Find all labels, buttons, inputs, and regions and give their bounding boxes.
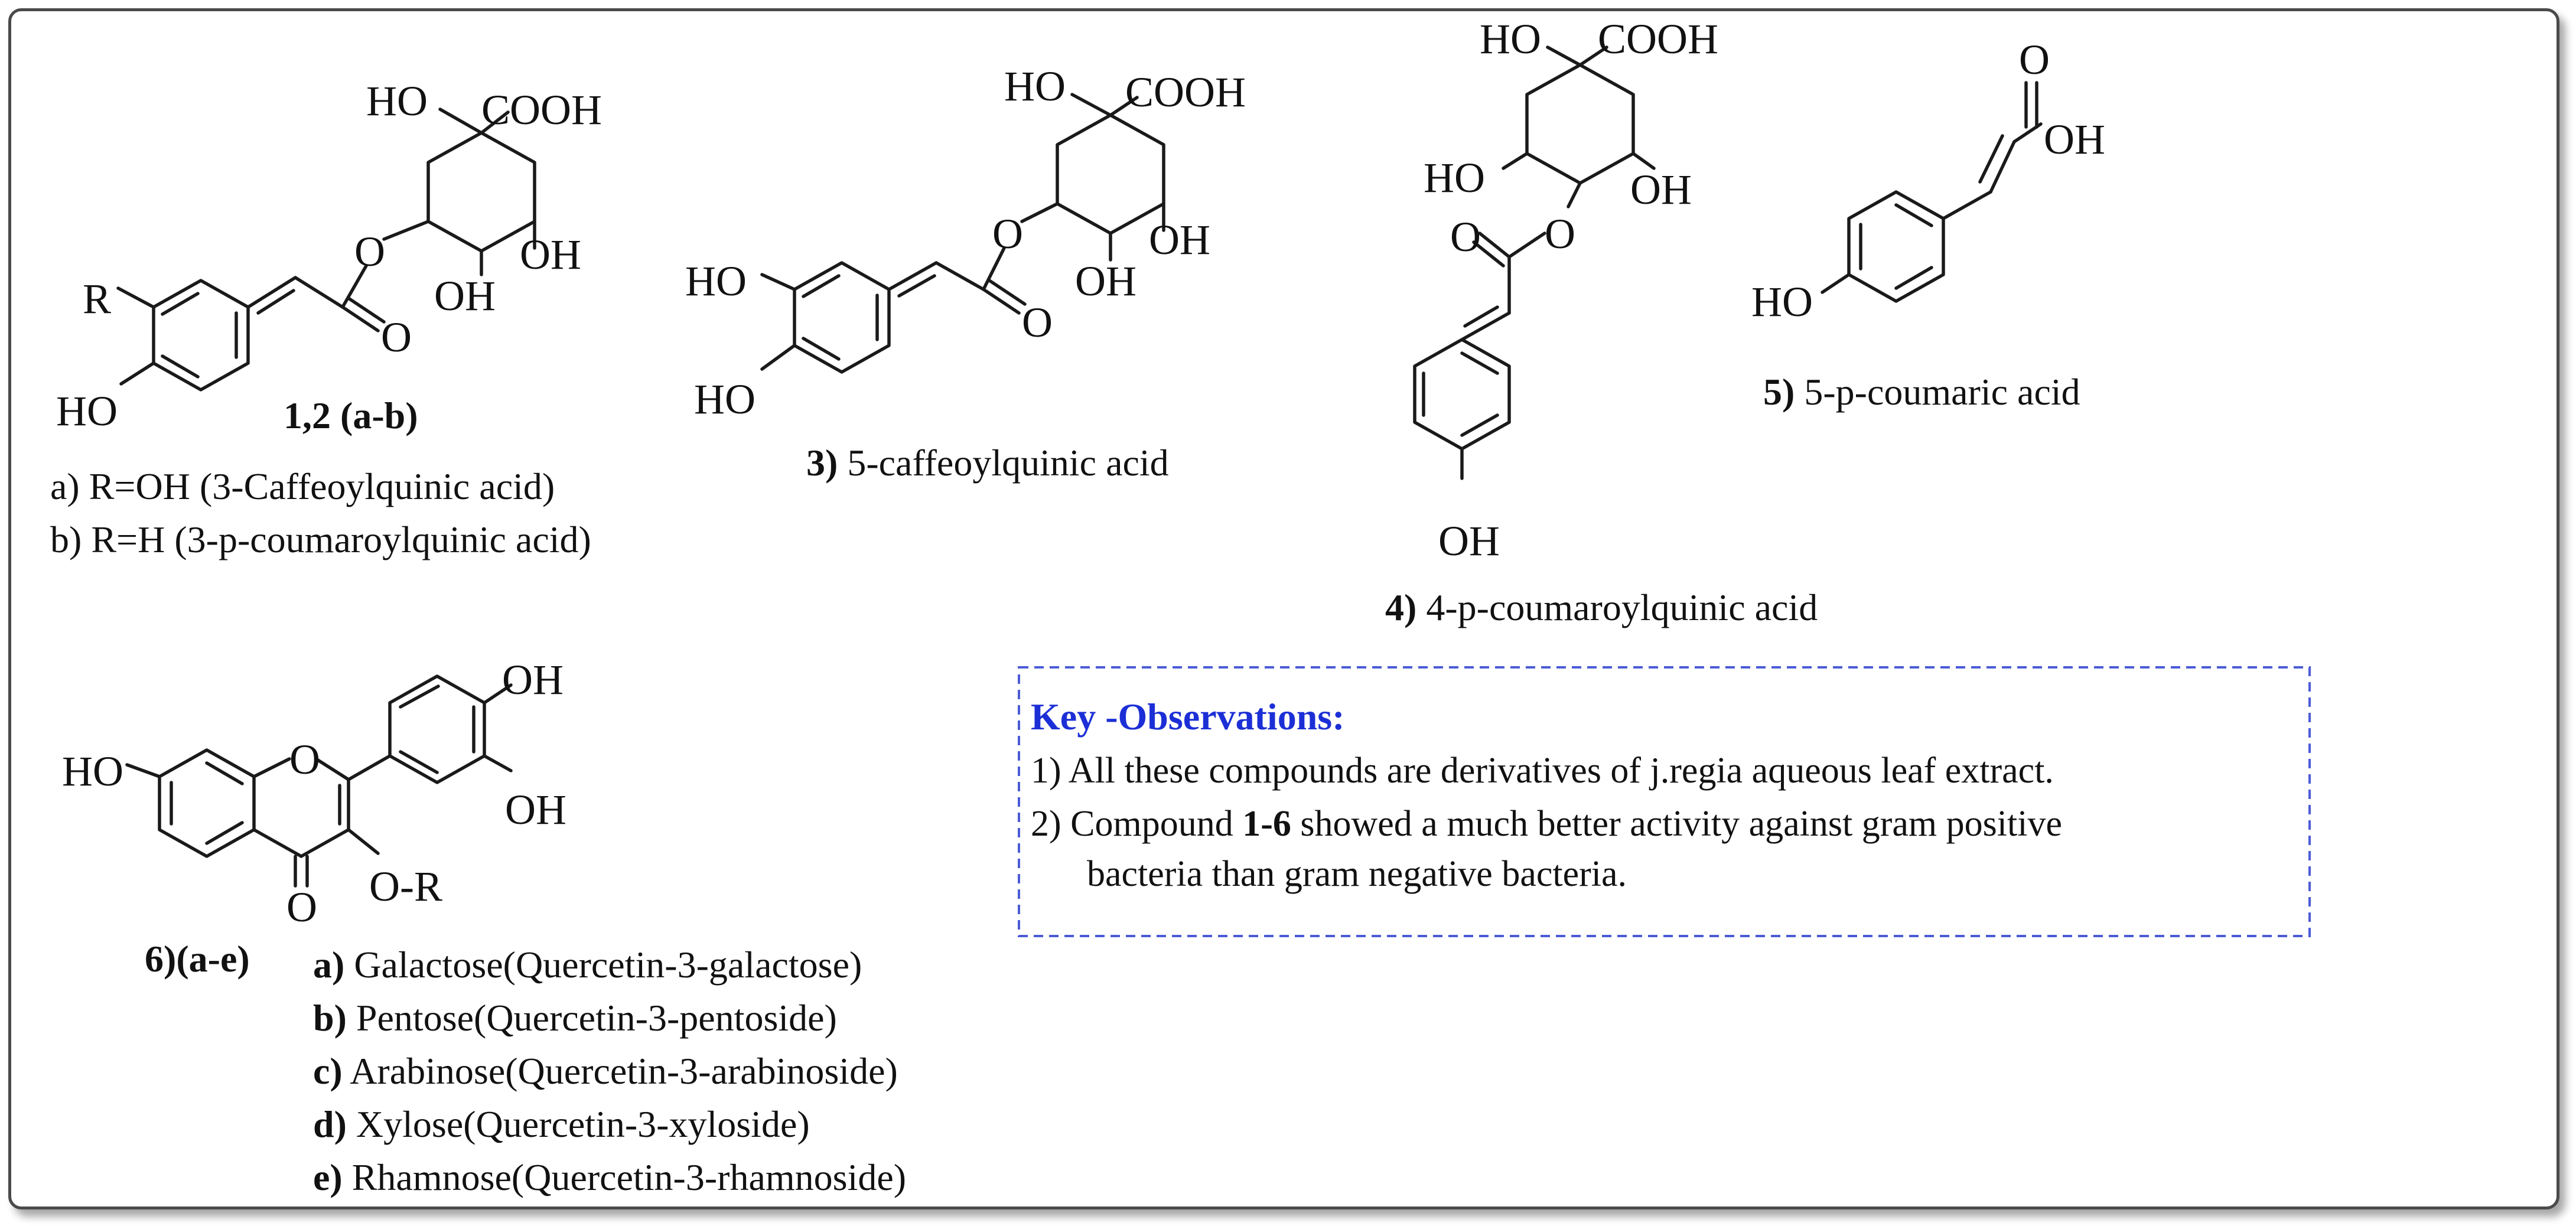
atom-oh: OH bbox=[502, 656, 564, 703]
atom-oh: OH bbox=[1630, 166, 1692, 213]
variant-key: c) bbox=[313, 1050, 343, 1092]
svg-text:e) Rhamnose(Quercetin-3-rhamno: e) Rhamnose(Quercetin-3-rhamnoside) bbox=[313, 1156, 906, 1198]
key-observation-2-prefix: 2) Compound bbox=[1031, 804, 1242, 844]
atom-o: O bbox=[2019, 36, 2050, 83]
structure-compound-5 bbox=[1821, 81, 2043, 303]
compound-3-num: 3) bbox=[806, 442, 838, 484]
atom-cooh: COOH bbox=[481, 86, 602, 133]
atom-oh: OH bbox=[520, 231, 581, 278]
compound-4-name: 4-p-coumaroylquinic acid bbox=[1426, 586, 1818, 628]
structure-compound-3 bbox=[760, 93, 1165, 374]
variant-key: d) bbox=[313, 1103, 347, 1145]
svg-text:3) 5-caffeoylquinic acid: 3) 5-caffeoylquinic acid bbox=[806, 442, 1169, 484]
variant-text: Rhamnose(Quercetin-3-rhamnoside) bbox=[352, 1156, 906, 1198]
atom-o: O bbox=[1022, 299, 1053, 346]
atom-oh: OH bbox=[505, 786, 566, 833]
atom-ho: HO bbox=[1480, 15, 1541, 63]
atom-ho: HO bbox=[1751, 278, 1813, 325]
atom-oh: OH bbox=[2044, 116, 2105, 163]
key-observations-box: Key -Observations: 1) All these compound… bbox=[1018, 666, 2311, 937]
variant-text: Galactose(Quercetin-3-galactose) bbox=[354, 944, 862, 986]
compound-1-2-variant-b: b) R=H (3-p-coumaroylquinic acid) bbox=[50, 519, 591, 560]
compound-5-num: 5) bbox=[1763, 371, 1795, 413]
key-observation-1: 1) All these compounds are derivatives o… bbox=[1031, 751, 2054, 791]
labels-compound-1-2: HO COOH OH OH O O R HO 1,2 (a-b) a) R=OH… bbox=[50, 77, 602, 560]
atom-o: O bbox=[354, 228, 385, 275]
atom-oh: OH bbox=[1438, 517, 1500, 565]
variant-text: Arabinose(Quercetin-3-arabinoside) bbox=[350, 1050, 898, 1092]
compound-6-id: 6)(a-e) bbox=[145, 938, 250, 980]
variant-key: e) bbox=[313, 1156, 343, 1198]
svg-text:5) 5-p-coumaric acid: 5) 5-p-coumaric acid bbox=[1763, 371, 2080, 413]
key-observations-title: Key -Observations: bbox=[1031, 696, 1345, 738]
atom-o: O bbox=[286, 883, 317, 931]
key-observation-2-suffix: showed a much better activity against gr… bbox=[1291, 804, 2062, 844]
labels-compound-5: O OH HO 5) 5-p-coumaric acid bbox=[1751, 36, 2105, 413]
compound-1-2-variant-a: a) R=OH (3-Caffeoylquinic acid) bbox=[50, 465, 555, 507]
atom-oh: OH bbox=[1075, 257, 1136, 305]
atom-o: O bbox=[1450, 213, 1481, 260]
key-observation-2-cont: bacteria than gram negative bacteria. bbox=[1087, 854, 1627, 894]
atom-ho: HO bbox=[1424, 154, 1485, 201]
atom-ho: HO bbox=[694, 376, 755, 423]
variant-text: Pentose(Quercetin-3-pentoside) bbox=[356, 997, 837, 1039]
atom-o: O bbox=[381, 314, 412, 361]
structure-compound-6 bbox=[125, 674, 513, 888]
atom-o-r: O-R bbox=[369, 863, 442, 910]
labels-compound-3: HO COOH OH OH O O HO HO 3) 5-caffeoylqui… bbox=[685, 63, 1246, 484]
svg-text:2) Compound 1-6 showed a much: 2) Compound 1-6 showed a much better act… bbox=[1031, 804, 2062, 844]
figure-frame bbox=[8, 8, 2559, 1209]
svg-text:d) Xylose(Quercetin-3-xyloside: d) Xylose(Quercetin-3-xyloside) bbox=[313, 1103, 810, 1145]
svg-text:c) Arabinose(Quercetin-3-arabi: c) Arabinose(Quercetin-3-arabinoside) bbox=[313, 1050, 898, 1092]
atom-o: O bbox=[289, 736, 320, 783]
structure-compound-1-2 bbox=[116, 107, 536, 392]
svg-text:a) Galactose(Quercetin-3-galac: a) Galactose(Quercetin-3-galactose) bbox=[313, 944, 862, 986]
structure-compound-4 bbox=[1413, 45, 1656, 480]
variant-key: a) bbox=[313, 944, 344, 986]
atom-ho: HO bbox=[685, 257, 747, 305]
svg-text:b) Pentose(Quercetin-3-pentosi: b) Pentose(Quercetin-3-pentoside) bbox=[313, 997, 837, 1039]
compound-1-2-id: 1,2 (a-b) bbox=[284, 394, 418, 436]
atom-oh: OH bbox=[1149, 216, 1210, 263]
labels-compound-6: O O O-R HO OH OH 6)(a-e) a) Galactose(Qu… bbox=[62, 656, 906, 1198]
atom-ho: HO bbox=[366, 77, 428, 125]
atom-oh: OH bbox=[434, 272, 496, 319]
atom-r: R bbox=[83, 275, 111, 322]
labels-compound-4: HO COOH HO OH O O OH 4) 4-p-coumaroylqui… bbox=[1385, 15, 1818, 628]
compound-4-num: 4) bbox=[1385, 586, 1416, 628]
atom-o: O bbox=[1545, 210, 1575, 257]
atom-ho: HO bbox=[62, 748, 123, 795]
compound-5-name: 5-p-coumaric acid bbox=[1804, 371, 2080, 413]
atom-ho: HO bbox=[1004, 63, 1066, 110]
atom-ho: HO bbox=[56, 387, 118, 435]
variant-key: b) bbox=[313, 997, 347, 1039]
atom-o: O bbox=[992, 210, 1023, 257]
atom-cooh: COOH bbox=[1125, 69, 1246, 116]
compound-3-name: 5-caffeoylquinic acid bbox=[847, 442, 1168, 484]
atom-cooh: COOH bbox=[1598, 15, 1718, 63]
variant-text: Xylose(Quercetin-3-xyloside) bbox=[356, 1103, 810, 1145]
key-observation-2-bold: 1-6 bbox=[1242, 804, 1291, 844]
svg-text:4) 4-p-coumaroylquinic acid: 4) 4-p-coumaroylquinic acid bbox=[1385, 586, 1818, 628]
